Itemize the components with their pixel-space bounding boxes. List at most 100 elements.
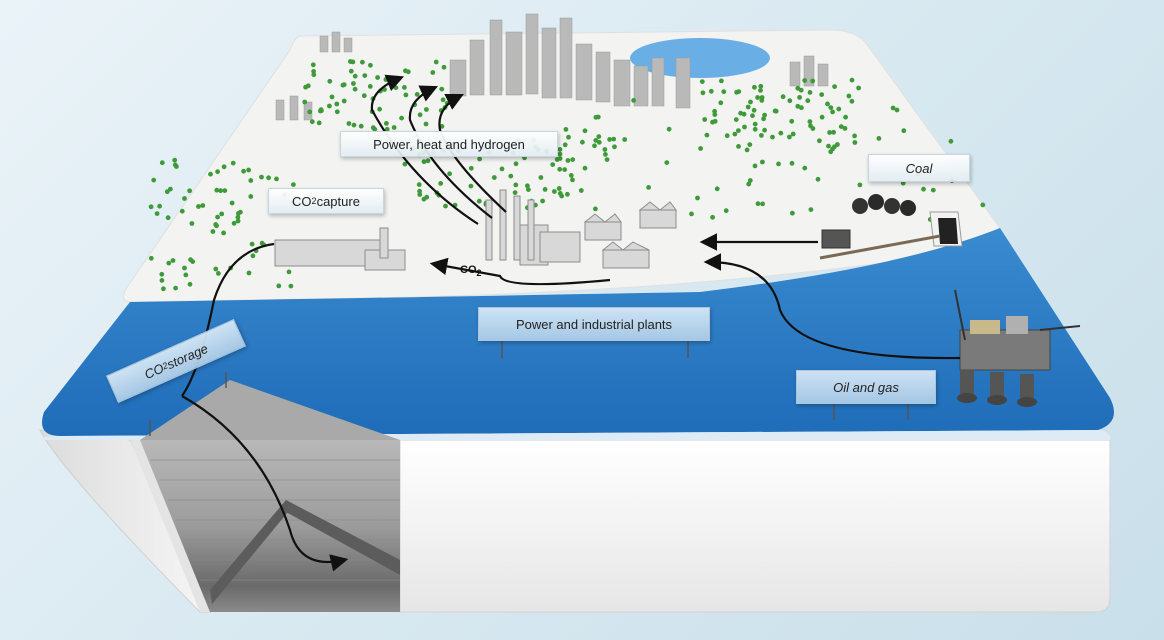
tree-icon — [876, 136, 882, 141]
tree-icon — [747, 142, 753, 148]
tree-icon — [241, 168, 247, 174]
tree-icon — [699, 79, 705, 84]
tree-icon — [719, 78, 724, 84]
tree-icon — [592, 143, 597, 149]
tree-icon — [568, 173, 574, 178]
tree-icon — [748, 99, 753, 105]
tree-icon — [714, 186, 720, 192]
tree-icon — [170, 258, 176, 263]
tree-icon — [491, 175, 497, 180]
tree-icon — [607, 137, 612, 142]
tree-icon — [802, 78, 808, 83]
tree-icon — [557, 191, 563, 196]
tree-icon — [787, 98, 793, 104]
tree-icon — [582, 128, 588, 134]
sign-posts — [149, 340, 909, 436]
tree-icon — [222, 188, 228, 194]
tree-icon — [377, 106, 382, 112]
label-power-industrial-plants: Power and industrial plants — [478, 307, 710, 341]
tree-icon — [733, 117, 739, 122]
tree-icon — [563, 126, 569, 132]
tree-icon — [182, 265, 187, 271]
tree-icon — [704, 132, 710, 138]
co2-capture-arrow — [429, 257, 611, 286]
tree-icon — [221, 230, 227, 236]
tree-icon — [760, 201, 765, 207]
tree-icon — [752, 121, 758, 127]
tree-icon — [795, 103, 801, 109]
tree-icon — [736, 89, 742, 94]
tree-icon — [316, 120, 322, 126]
tree-icon — [166, 260, 172, 266]
tree-icon — [819, 114, 825, 120]
tree-icon — [214, 187, 220, 193]
tree-icon — [417, 112, 423, 118]
tree-icon — [468, 165, 474, 171]
tree-icon — [235, 214, 241, 220]
tree-icon — [526, 187, 531, 193]
tree-icon — [248, 178, 254, 183]
tree-icon — [179, 208, 185, 214]
tree-icon — [602, 147, 608, 152]
tree-icon — [172, 157, 178, 163]
tree-icon — [752, 84, 757, 90]
tree-icon — [901, 128, 907, 134]
tree-icon — [421, 159, 427, 165]
tree-icon — [842, 125, 848, 131]
tree-icon — [710, 214, 715, 220]
tree-icon — [318, 107, 324, 112]
tree-icon — [819, 92, 825, 97]
tree-icon — [218, 188, 224, 194]
tree-icon — [762, 127, 767, 133]
label-oil-and-gas: Oil and gas — [796, 370, 936, 404]
tree-icon — [830, 109, 835, 115]
tree-icon — [776, 161, 781, 167]
tree-icon — [557, 166, 563, 172]
tree-icon — [556, 186, 562, 191]
tree-icon — [849, 98, 855, 104]
tree-icon — [746, 181, 752, 187]
tree-icon — [417, 192, 423, 197]
tree-icon — [808, 207, 814, 213]
tree-icon — [468, 183, 474, 189]
coal-cart-icon — [819, 229, 941, 260]
tree-icon — [414, 92, 420, 97]
tree-icon — [154, 211, 160, 217]
tree-icon — [755, 201, 761, 207]
tree-icon — [433, 59, 439, 65]
tree-icon — [291, 182, 296, 188]
tree-icon — [827, 130, 832, 135]
tree-icon — [367, 84, 373, 89]
tree-icon — [700, 90, 706, 96]
tree-icon — [235, 218, 241, 224]
tree-icon — [200, 203, 206, 208]
tree-icon — [151, 177, 157, 183]
tree-icon — [565, 158, 571, 163]
tree-icon — [755, 95, 760, 100]
tree-icon — [593, 138, 599, 143]
tree-icon — [346, 121, 352, 126]
tree-icon — [948, 138, 954, 144]
tree-icon — [168, 186, 173, 192]
label-power-heat-hydrogen: Power, heat and hydrogen — [340, 131, 558, 157]
tree-icon — [557, 151, 563, 157]
tree-icon — [797, 95, 802, 100]
tree-icon — [276, 283, 282, 289]
coal-mine-icon — [852, 194, 963, 247]
tree-icon — [425, 158, 431, 164]
tree-icon — [423, 121, 429, 127]
tree-icon — [219, 211, 225, 217]
tree-icon — [852, 133, 857, 139]
tree-icon — [838, 124, 844, 129]
tree-icon — [695, 195, 700, 201]
tree-icon — [570, 177, 575, 183]
power-arrow-2 — [408, 85, 493, 219]
tree-icon — [165, 215, 171, 221]
tree-icon — [761, 116, 766, 122]
tree-icon — [210, 229, 216, 234]
tree-icon — [274, 176, 279, 182]
tree-icon — [372, 126, 378, 132]
tree-icon — [807, 90, 813, 95]
tree-icon — [307, 109, 313, 115]
tree-icon — [362, 73, 368, 78]
